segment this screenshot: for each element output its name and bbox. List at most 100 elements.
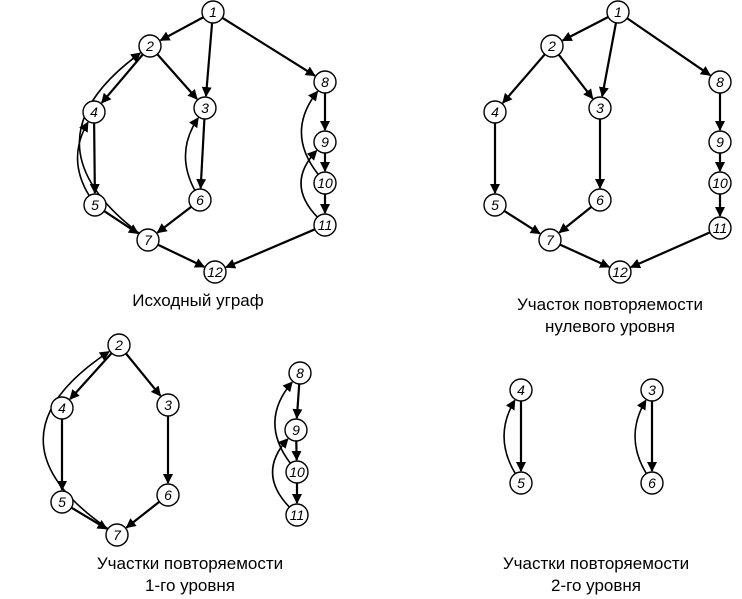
edge-level0-1-to-2 [561, 16, 609, 42]
edge-original-2-to-4 [100, 53, 144, 104]
node-level0-1: 1 [606, 0, 630, 24]
node-label: 9 [321, 134, 329, 150]
edge-level1-b-10-to-8 [274, 381, 293, 464]
edge-original-4-to-5 [89, 122, 100, 195]
node-level0-6: 6 [588, 188, 612, 212]
caption-original: Исходный уграф [132, 291, 264, 310]
edge-level0-2-to-3 [557, 54, 594, 100]
node-label: 6 [596, 192, 604, 208]
edge-level1-a-5-to-7 [70, 506, 108, 530]
node-level1-a-5: 5 [50, 490, 74, 514]
node-circle [588, 188, 612, 212]
node-level0-9: 9 [708, 130, 732, 154]
node-circle [136, 228, 160, 252]
node-level1-a-4: 4 [50, 396, 74, 420]
node-circle [105, 523, 129, 547]
node-label: 10 [317, 175, 333, 191]
node-level1-a-2: 2 [107, 333, 131, 357]
node-circle [483, 193, 507, 217]
node-label: 11 [713, 220, 728, 236]
node-circle [188, 188, 212, 212]
node-circle [640, 471, 664, 495]
node-label: 4 [58, 400, 66, 416]
node-label: 5 [91, 197, 99, 213]
caption-level1: Участки повторяемости 1-го уровня [60, 553, 320, 597]
node-circle [284, 418, 308, 442]
node-label: 6 [164, 487, 172, 503]
caption-level2-line2: 2-го уровня [551, 576, 641, 595]
node-label: 1 [614, 4, 622, 20]
node-circle [708, 171, 732, 195]
node-label: 7 [546, 232, 555, 248]
edge-original-6-to-3 [184, 117, 199, 191]
caption-level1-line2: 1-го уровня [145, 576, 235, 595]
edge-level2-a-5-to-4 [503, 399, 517, 474]
caption-level1-line1: Участки повторяемости [96, 554, 284, 573]
node-circle [313, 130, 337, 154]
node-label: 4 [90, 104, 98, 120]
node-level0-2: 2 [540, 34, 564, 58]
node-label: 4 [491, 104, 499, 120]
node-circle [313, 213, 337, 237]
node-circle [285, 503, 309, 527]
edge-level1-a-2-to-4 [69, 352, 113, 400]
node-level2-b-3: 3 [640, 378, 664, 402]
node-level2-a-4: 4 [509, 378, 533, 402]
edge-level1-b-8-to-9 [292, 383, 303, 420]
caption-level0-line1: Участок повторяемости [516, 295, 704, 314]
node-label: 3 [648, 382, 656, 398]
edge-level0-6-to-7 [558, 206, 593, 234]
edge-level1-b-11-to-9 [271, 438, 290, 508]
edge-level0-1-to-3 [598, 22, 618, 98]
caption-level0: Участок повторяемости нулевого уровня [480, 294, 740, 338]
node-circle [203, 260, 227, 284]
edge-original-1-to-2 [159, 16, 204, 42]
node-label: 8 [716, 74, 724, 90]
node-circle [193, 96, 217, 120]
node-circle [285, 460, 309, 484]
node-level1-b-11: 11 [285, 503, 309, 527]
edge-level0-1-to-8 [626, 17, 711, 77]
node-label: 2 [114, 337, 123, 353]
node-original-3: 3 [193, 96, 217, 120]
edge-level0-2-to-4 [502, 53, 546, 104]
node-circle [483, 100, 507, 124]
edge-level0-5-to-7 [503, 209, 541, 235]
node-level1-b-8: 8 [288, 361, 312, 385]
node-original-8: 8 [313, 70, 337, 94]
node-label: 5 [517, 475, 525, 491]
edge-original-1-to-8 [221, 16, 316, 77]
node-circle [708, 70, 732, 94]
node-label: 5 [491, 197, 499, 213]
edge-level0-7-to-12 [559, 243, 610, 269]
node-circle [708, 216, 732, 240]
node-label: 10 [712, 175, 728, 191]
node-circle [509, 471, 533, 495]
node-label: 11 [318, 217, 333, 233]
node-level0-7: 7 [538, 228, 562, 252]
node-circle [50, 396, 74, 420]
node-circle [588, 96, 612, 120]
node-label: 10 [289, 464, 305, 480]
node-circle [82, 100, 106, 124]
node-level1-b-10: 10 [285, 460, 309, 484]
node-original-2: 2 [138, 34, 162, 58]
node-label: 7 [113, 527, 122, 543]
edge-level1-a-6-to-7 [125, 500, 161, 529]
node-circle [288, 361, 312, 385]
node-label: 2 [547, 38, 556, 54]
node-circle [640, 378, 664, 402]
node-label: 6 [648, 475, 656, 491]
node-label: 12 [612, 264, 628, 280]
node-original-5: 5 [83, 193, 107, 217]
node-original-12: 12 [203, 260, 227, 284]
edge-level0-11-to-12 [630, 231, 711, 269]
node-circle [313, 171, 337, 195]
node-circle [83, 193, 107, 217]
node-original-4: 4 [82, 100, 106, 124]
node-label: 3 [164, 397, 172, 413]
node-original-1: 1 [201, 0, 225, 24]
node-circle [107, 333, 131, 357]
node-label: 6 [196, 192, 204, 208]
